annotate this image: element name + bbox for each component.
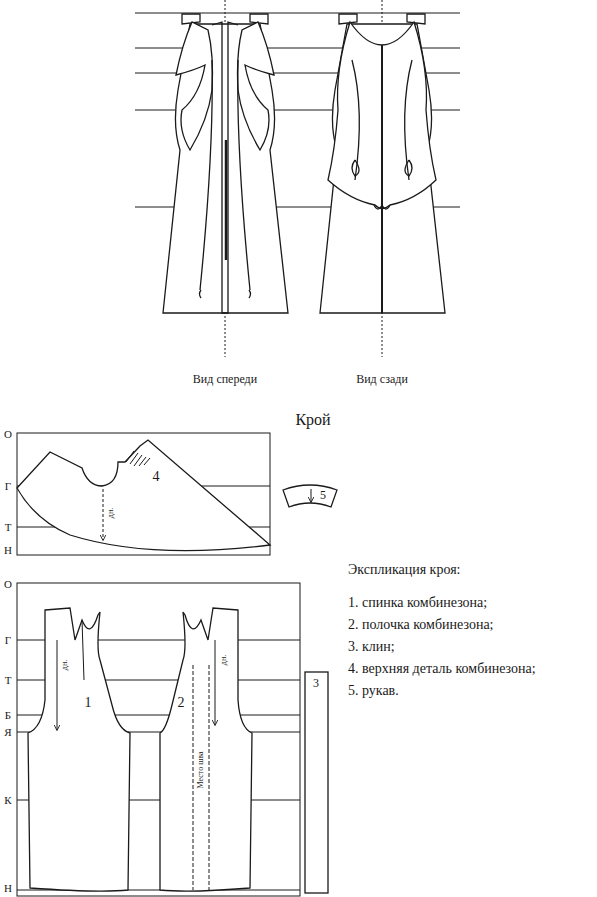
callout-number: 1 [85,695,92,710]
level-letter: О [4,428,12,440]
callout-number: 4 [153,469,160,484]
grain-mark: дн. [107,508,116,518]
level-letter: Я [4,726,11,738]
level-letter: Н [4,544,12,556]
level-letter: Г [5,634,11,646]
level-letter: Н [4,882,12,894]
view-caption: Вид спереди [193,373,257,386]
legend-item: 4. верхняя деталь комбинезона; [348,661,536,676]
legend-item: 3. клин; [348,639,395,654]
level-letter: Б [5,709,11,721]
legend-item: 1. спинка комбинезона; [348,595,487,610]
legend-heading: Экспликация кроя: [348,562,460,577]
level-letter: Г [5,480,11,492]
level-letter: Т [5,521,12,533]
level-letter: Т [5,674,12,686]
grain-mark: дн. [61,660,70,670]
callout-number: 2 [178,695,185,710]
callout-number: 3 [313,677,319,690]
level-letter: К [4,794,11,806]
level-letter: О [4,578,12,590]
view-caption: Вид сзади [356,373,408,386]
callout-number: 5 [320,489,326,502]
section-heading: Крой [295,411,330,429]
seam-label: Место шва [197,751,206,788]
legend-item: 5. рукав. [348,683,399,698]
legend-item: 2. полочка комбинезона; [348,617,494,632]
grain-mark: дн. [220,655,229,665]
